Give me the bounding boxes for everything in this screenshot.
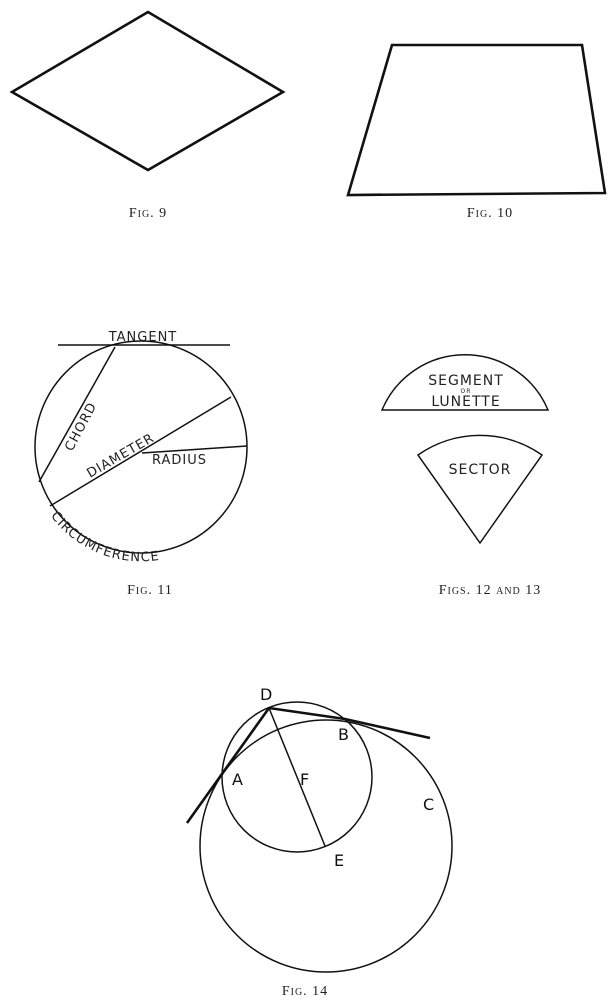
point-f-label: F [300, 770, 309, 789]
tangent-da [185, 707, 271, 824]
diameter-line [49, 396, 232, 507]
fig9-rhombus [9, 10, 286, 172]
large-circle [199, 719, 453, 973]
tangent-label: TANGENT [108, 330, 178, 345]
point-a-label: A [232, 770, 243, 789]
fig14-construction: D A F B C E [185, 685, 453, 973]
segment-label: SEGMENT [428, 373, 504, 389]
point-e-label: E [334, 851, 344, 870]
radius-label: RADIUS [152, 453, 207, 468]
point-c-label: C [423, 795, 434, 814]
circumference-label: CIRCUMFERENCE [47, 509, 160, 566]
fig10-trapezoid [346, 43, 607, 197]
diameter-label: DIAMETER [85, 431, 158, 482]
lunette-label: LUNETTE [431, 394, 500, 410]
fig9-caption: Fig. 9 [129, 206, 167, 221]
fig12-segment [380, 354, 550, 411]
or-label: OR [461, 388, 472, 395]
radius-line [141, 445, 248, 454]
fig12-13-caption: Figs. 12 and 13 [439, 583, 542, 598]
small-circle [221, 701, 373, 853]
circumference-text: CIRCUMFERENCE [47, 509, 159, 566]
tangent-db [268, 706, 431, 740]
fig11-caption: Fig. 11 [127, 583, 173, 598]
diameter-de [268, 707, 326, 847]
fig10-caption: Fig. 10 [467, 206, 513, 221]
point-d-label: D [260, 685, 272, 704]
fig11-circle-parts: TANGENT CHORD DIAMETER RADIUS CIRCUMFERE… [34, 330, 248, 566]
fig13-sector [416, 434, 544, 545]
fig14-caption: Fig. 14 [282, 984, 328, 999]
fig11-circle [34, 340, 248, 554]
point-b-label: B [338, 725, 349, 744]
chord-line [38, 346, 116, 483]
sector-label: SECTOR [449, 462, 512, 478]
